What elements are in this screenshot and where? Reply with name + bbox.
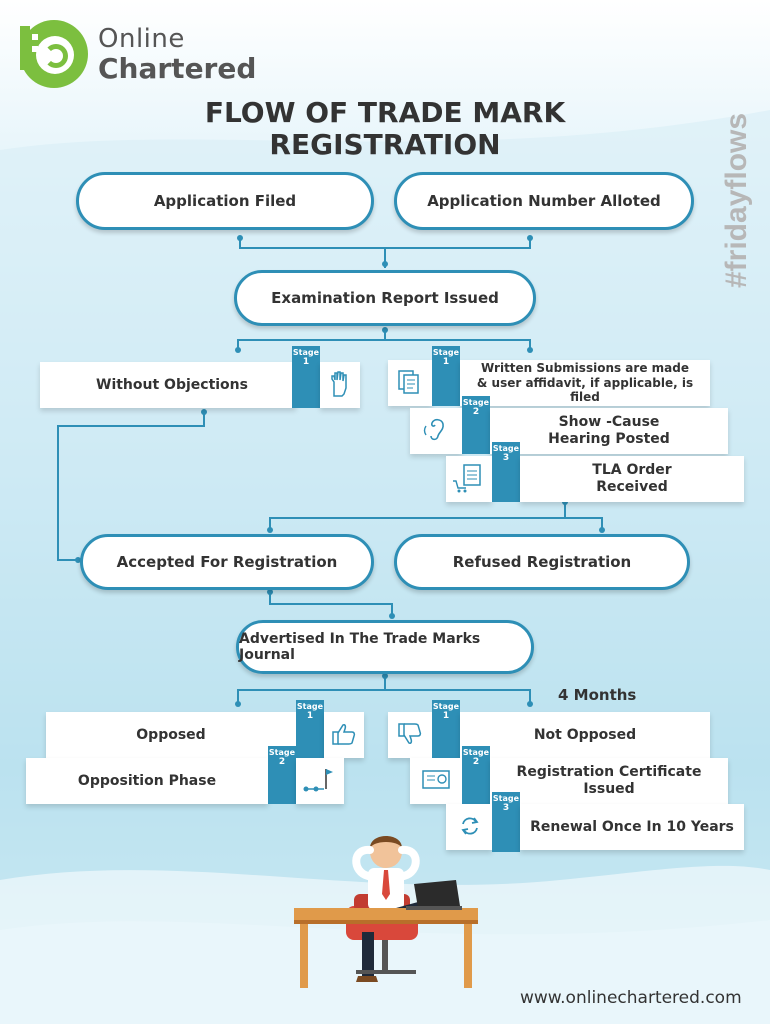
stage-number: 1 — [302, 356, 310, 367]
stage-number: 2 — [472, 406, 480, 417]
stage-number: 1 — [442, 710, 450, 721]
node-application-filed-label: Application Filed — [153, 192, 297, 210]
node-opposition-phase-label: Opposition Phase — [77, 772, 217, 789]
stage-word: Stage — [462, 398, 490, 407]
node-examination-report: Examination Report Issued — [234, 270, 536, 326]
stage-word: Stage — [492, 794, 520, 803]
node-examination-report-label: Examination Report Issued — [271, 289, 499, 307]
page-title-line2: REGISTRATION — [269, 128, 501, 161]
node-without-objections: Without Objections — [40, 362, 296, 408]
certificate-icon — [420, 764, 452, 796]
node-opposition-phase: Opposition Phase — [26, 758, 268, 804]
node-advertised: Advertised In The Trade Marks Journal — [236, 620, 534, 674]
hashtag-vertical: #fridayflows — [720, 113, 753, 288]
refresh-icon — [454, 810, 486, 842]
stage-number: 1 — [306, 710, 314, 721]
website-url[interactable]: www.onlinechartered.com — [520, 988, 742, 1008]
node-written-submissions-label: Written Submissions are made & user affi… — [476, 361, 694, 405]
thumbs-up-icon — [328, 718, 360, 750]
ear-icon — [420, 414, 452, 446]
stage-word: Stage — [492, 444, 520, 453]
node-show-cause-label: Show -Cause Hearing Posted — [548, 414, 670, 447]
node-renewal-label: Renewal Once In 10 Years — [530, 818, 734, 835]
businessman-illustration — [294, 836, 478, 988]
stage-number: 3 — [502, 802, 510, 813]
node-tla-label: TLA Order Received — [592, 462, 672, 495]
node-opposed-label: Opposed — [136, 726, 206, 743]
brand-name-line1: Online — [98, 24, 185, 54]
stage-word: Stage — [432, 702, 460, 711]
stage-word: Stage — [296, 702, 324, 711]
stage-number: 2 — [278, 756, 286, 767]
node-renewal: Renewal Once In 10 Years — [520, 804, 744, 850]
icon-box — [410, 408, 462, 454]
cart-document-icon — [452, 462, 484, 494]
node-certificate: Registration Certificate Issued — [490, 758, 728, 804]
node-opposed: Opposed — [46, 712, 296, 758]
node-certificate-label: Registration Certificate Issued — [516, 764, 702, 797]
brand-name-line2: Chartered — [98, 52, 257, 85]
node-show-cause: Show -Cause Hearing Posted — [490, 408, 728, 454]
stage-word: Stage — [292, 348, 320, 357]
flag-path-icon — [302, 764, 334, 796]
node-application-filed: Application Filed — [76, 172, 374, 230]
node-advertised-label: Advertised In The Trade Marks Journal — [239, 631, 481, 663]
icon-box — [388, 712, 432, 758]
node-application-number: Application Number Alloted — [394, 172, 694, 230]
duration-label: 4 Months — [558, 686, 637, 704]
stage-number: 2 — [472, 756, 480, 767]
node-not-opposed: Not Opposed — [460, 712, 710, 758]
stage-number: 1 — [442, 356, 450, 367]
node-refused-label: Refused Registration — [452, 553, 632, 571]
node-not-opposed-label: Not Opposed — [533, 726, 637, 743]
stage-word: Stage — [462, 748, 490, 757]
hand-stop-icon — [324, 368, 356, 400]
icon-box — [446, 804, 492, 850]
stage-number: 3 — [502, 452, 510, 463]
node-refused: Refused Registration — [394, 534, 690, 590]
page-title-line1: FLOW OF TRADE MARK — [204, 96, 566, 129]
node-accepted-label: Accepted For Registration — [116, 553, 338, 571]
node-written-submissions: Written Submissions are made & user affi… — [460, 360, 710, 406]
icon-box — [324, 712, 364, 758]
icon-box — [296, 758, 344, 804]
node-without-objections-label: Without Objections — [96, 376, 248, 393]
icon-box — [320, 362, 360, 408]
node-tla: TLA Order Received — [520, 456, 744, 502]
node-application-number-label: Application Number Alloted — [427, 192, 661, 210]
hashtag-text: #fridayflows — [720, 113, 753, 288]
thumbs-down-icon — [394, 718, 426, 750]
icon-box — [410, 758, 462, 804]
stage-word: Stage — [432, 348, 460, 357]
documents-icon — [394, 366, 426, 398]
stage-word: Stage — [268, 748, 296, 757]
node-accepted: Accepted For Registration — [80, 534, 374, 590]
